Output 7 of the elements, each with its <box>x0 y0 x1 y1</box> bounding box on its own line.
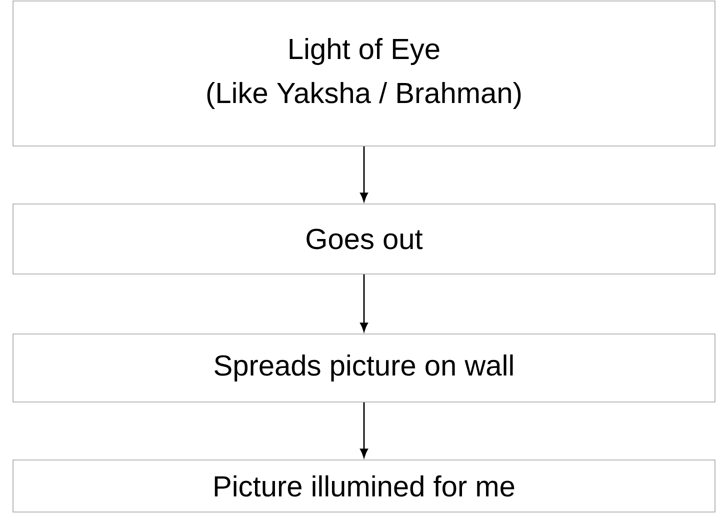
arrow <box>360 402 368 458</box>
process-box: Goes out <box>12 204 716 274</box>
arrow <box>360 274 368 332</box>
arrow <box>360 146 368 202</box>
process-box: Spreads picture on wall <box>12 334 716 402</box>
process-box: Light of Eye (Like Yaksha / Brahman) <box>12 0 716 146</box>
process-box: Picture illumined for me <box>12 460 716 512</box>
